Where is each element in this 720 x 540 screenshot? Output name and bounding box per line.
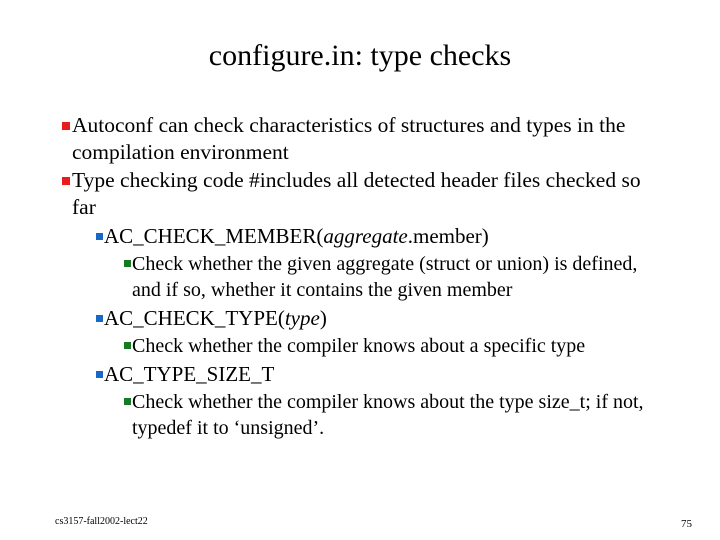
- square-bullet-icon: [112, 333, 132, 359]
- macro-arg: aggregate: [323, 224, 408, 248]
- list-item: Type checking code #includes all detecte…: [48, 167, 696, 221]
- square-bullet-icon: [82, 223, 104, 250]
- square-bullet-icon: [48, 112, 72, 139]
- page-title: configure.in: type checks: [208, 39, 512, 72]
- list-item: AC_TYPE_SIZE_T: [82, 361, 696, 388]
- square-bullet-icon: [82, 361, 104, 388]
- slide-body: Autoconf can check characteristics of st…: [48, 112, 696, 441]
- macro-suffix: ): [319, 306, 327, 330]
- list-item-label: Check whether the compiler knows about a…: [132, 335, 586, 357]
- square-bullet-icon: [112, 389, 132, 415]
- list-item: Check whether the compiler knows about a…: [112, 333, 696, 359]
- list-item-label: AC_CHECK_MEMBER(aggregate.member): [104, 223, 664, 250]
- macro-name: AC_CHECK_MEMBER(: [104, 224, 324, 248]
- macro-arg: type: [284, 306, 320, 330]
- macro-name: AC_CHECK_TYPE(: [104, 306, 285, 330]
- macro-suffix: .member): [407, 224, 489, 248]
- list-item: Check whether the given aggregate (struc…: [112, 251, 696, 303]
- list-item-label: Check whether the given aggregate (struc…: [132, 253, 638, 301]
- list-item: Check whether the compiler knows about t…: [112, 389, 696, 441]
- list-item-label: AC_TYPE_SIZE_T: [104, 361, 664, 388]
- macro-name: AC_TYPE_SIZE_T: [104, 362, 275, 386]
- list-item: AC_CHECK_TYPE(type): [82, 305, 696, 332]
- list-item-label: AC_CHECK_TYPE(type): [104, 305, 664, 332]
- square-bullet-icon: [82, 305, 104, 332]
- square-bullet-icon: [112, 251, 132, 277]
- square-bullet-icon: [48, 167, 72, 194]
- footer-label: cs3157-fall2002-lect22: [55, 516, 148, 527]
- list-item-label: Check whether the compiler knows about t…: [132, 391, 644, 439]
- list-item-label: Type checking code #includes all detecte…: [72, 168, 641, 219]
- list-item: AC_CHECK_MEMBER(aggregate.member): [82, 223, 696, 250]
- page-number: 75: [681, 518, 692, 530]
- list-item: Autoconf can check characteristics of st…: [48, 112, 696, 166]
- list-item-label: Autoconf can check characteristics of st…: [72, 113, 626, 164]
